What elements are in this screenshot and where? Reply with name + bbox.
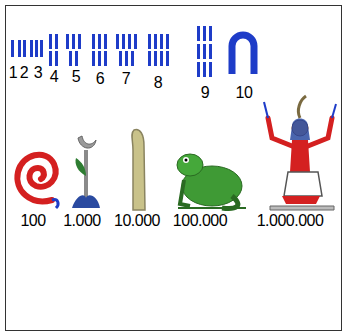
numeral-value: 7 bbox=[122, 70, 130, 88]
numeral-value: 8 bbox=[154, 74, 162, 92]
numeral-value: 100 bbox=[20, 212, 45, 230]
numeral-value: 6 bbox=[96, 70, 104, 88]
lotus-symbol bbox=[72, 136, 100, 208]
finger-symbol bbox=[132, 130, 145, 210]
numeral-value: 5 bbox=[72, 68, 80, 86]
numeral-value: 1.000.000 bbox=[257, 212, 324, 230]
rope-coil-symbol bbox=[17, 155, 55, 202]
numeral-value: 9 bbox=[201, 84, 209, 102]
numeral-value: 2 bbox=[20, 64, 28, 82]
numeral-value: 10.000 bbox=[114, 212, 160, 230]
frog-symbol bbox=[177, 154, 246, 209]
numeral-value: 3 bbox=[34, 64, 42, 82]
numeral-value: 1 bbox=[9, 64, 17, 82]
numeral-value: 1.000 bbox=[63, 212, 101, 230]
heh-god-symbol bbox=[264, 96, 336, 210]
numeral-value: 10 bbox=[236, 84, 253, 102]
rope-end bbox=[52, 200, 58, 208]
frame bbox=[6, 6, 342, 331]
numeral-value: 100.000 bbox=[173, 212, 227, 230]
heel-bone-symbol bbox=[232, 35, 254, 74]
numeral-value: 4 bbox=[50, 68, 58, 86]
